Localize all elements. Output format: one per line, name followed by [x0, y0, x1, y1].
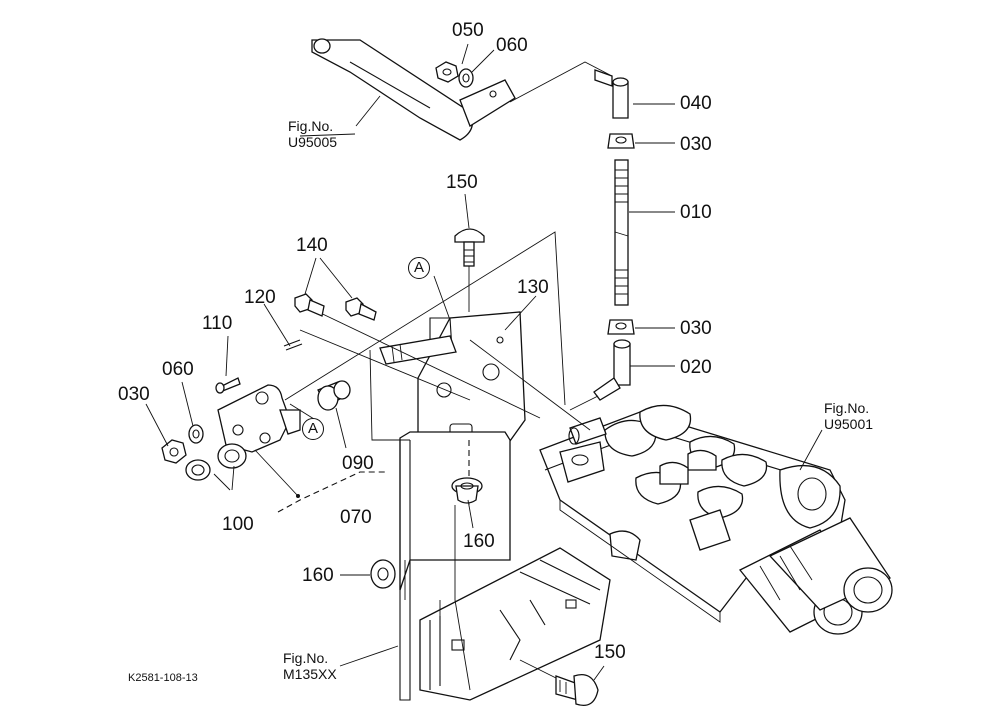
lever-plate-070	[217, 384, 301, 453]
part-label-040: 040	[680, 93, 712, 114]
pin-110	[215, 377, 241, 394]
ball-joint-020	[593, 339, 631, 401]
washer-060-top	[458, 68, 474, 88]
part-label-150-top: 150	[446, 172, 478, 193]
spool-end	[568, 417, 607, 445]
part-label-110: 110	[202, 313, 233, 334]
collar-090	[317, 380, 351, 411]
fig-ref-u95005: Fig.No. U95005	[288, 118, 337, 150]
part-label-010: 010	[680, 202, 712, 223]
bolt-140-a	[294, 293, 325, 317]
part-label-120: 120	[244, 287, 276, 308]
bushing-100-b	[217, 443, 247, 469]
cotter-pin-120	[283, 339, 303, 351]
nut-030-left	[161, 439, 187, 464]
part-label-130: 130	[517, 277, 549, 298]
bushing-100-a	[185, 459, 211, 481]
fig-ref-u95005-line1: Fig.No.	[288, 118, 334, 134]
drawing-code: K2581-108-13	[128, 672, 198, 684]
fig-ref-m135xx-line2: M135XX	[283, 666, 337, 683]
threaded-rod-010	[614, 159, 629, 306]
part-label-070: 070	[340, 507, 372, 528]
fig-ref-u95005-line2: U95005	[288, 134, 338, 151]
part-label-060-top: 060	[496, 35, 528, 56]
nut-030-mid	[607, 319, 635, 335]
part-label-030-mid: 030	[680, 318, 712, 339]
control-valve-body	[539, 404, 846, 623]
part-label-030-left: 030	[118, 384, 150, 405]
part-label-160-left: 160	[302, 565, 334, 586]
fig-ref-m135xx: Fig.No. M135XX	[283, 650, 337, 682]
bolt-140-b	[345, 297, 377, 321]
fig-ref-m135xx-line1: Fig.No.	[283, 650, 329, 666]
fig-ref-u95001-line2: U95001	[824, 416, 874, 433]
part-label-060-left: 060	[162, 359, 194, 380]
bolt-150-bottom	[555, 673, 599, 707]
circle-marker-a-upper: A	[408, 257, 430, 279]
part-label-030-top: 030	[680, 134, 712, 155]
part-label-090: 090	[342, 453, 374, 474]
part-label-100: 100	[222, 514, 254, 535]
grommet-160-center	[451, 477, 483, 504]
relief-cylinders	[738, 517, 893, 635]
part-label-150-bottom: 150	[594, 642, 626, 663]
grommet-160-left	[370, 559, 396, 589]
part-label-020: 020	[680, 357, 712, 378]
circle-marker-a-lower: A	[302, 418, 324, 440]
ball-joint-040	[594, 69, 629, 119]
fig-ref-u95001: Fig.No. U95001	[824, 400, 873, 432]
part-label-050: 050	[452, 20, 484, 41]
nut-050	[435, 61, 459, 83]
lever-arm-assembly	[311, 38, 516, 141]
bolt-150-top	[454, 228, 485, 267]
fig-ref-u95001-line1: Fig.No.	[824, 400, 870, 416]
part-label-140: 140	[296, 235, 328, 256]
nut-030-top	[607, 133, 635, 149]
part-label-160-center: 160	[463, 531, 495, 552]
washer-060-left	[188, 424, 204, 444]
